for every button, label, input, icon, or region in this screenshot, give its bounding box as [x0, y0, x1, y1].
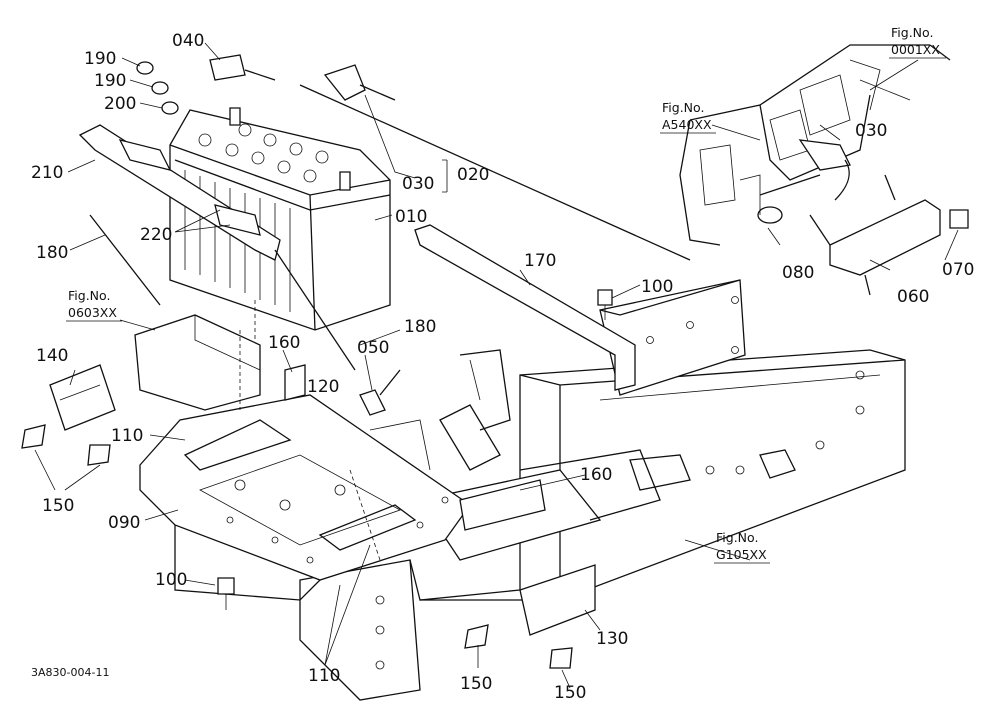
- callout-040: 040: [172, 31, 204, 51]
- bracket-060: [809, 174, 941, 296]
- bracket-120: [284, 364, 306, 401]
- callout-090: 090: [108, 513, 140, 533]
- fig-ref-number: 0603XX: [68, 305, 117, 320]
- fig-ref-g105xx: Fig.No. G105XX: [714, 530, 770, 564]
- callout-200: 200: [104, 94, 136, 114]
- callout-170: 170: [524, 251, 556, 271]
- callout-130: 130: [596, 629, 628, 649]
- fig-ref-label: Fig.No.: [68, 288, 110, 303]
- battery-hold-down-bar: [78, 124, 281, 261]
- fig-ref-0603xx: Fig.No. 0603XX: [66, 288, 122, 322]
- rod-180b: [274, 249, 356, 371]
- bracket-140: [49, 364, 116, 431]
- callout-120: 120: [307, 377, 339, 397]
- callout-180: 180: [404, 317, 436, 337]
- callout-010: 010: [395, 207, 427, 227]
- callout-190: 190: [84, 49, 116, 69]
- callout-100: 100: [641, 277, 673, 297]
- bolt-100-top: [597, 289, 613, 306]
- rod-180a: [89, 214, 161, 306]
- clamp-080: [757, 206, 783, 224]
- leader-lines: [34, 42, 959, 689]
- bolt-100-bottom: [217, 577, 235, 595]
- fig-ref-number: 0001XX: [891, 42, 940, 57]
- wing-bolts: [21, 424, 573, 669]
- callout-070: 070: [942, 260, 974, 280]
- engine-block-outline: [679, 44, 951, 246]
- fig-ref-number: A540XX: [662, 117, 712, 132]
- callout-160: 160: [580, 465, 612, 485]
- callout-190: 190: [94, 71, 126, 91]
- battery: [169, 107, 391, 331]
- callout-060: 060: [897, 287, 929, 307]
- callout-150: 150: [42, 496, 74, 516]
- fig-ref-label: Fig.No.: [662, 100, 704, 115]
- callout-030: 030: [402, 174, 434, 194]
- fig-ref-0001xx: Fig.No. 0001XX: [889, 25, 946, 59]
- part-callouts: 190 190 200 040 210 180 220 010 030 020 …: [31, 31, 974, 703]
- fig-ref-label: Fig.No.: [891, 25, 933, 40]
- callout-210: 210: [31, 163, 63, 183]
- callout-150: 150: [554, 683, 586, 703]
- callout-110: 110: [111, 426, 143, 446]
- fig-ref-label: Fig.No.: [716, 530, 758, 545]
- callout-110: 110: [308, 666, 340, 686]
- fig-ref-number: G105XX: [716, 547, 767, 562]
- callout-160: 160: [268, 333, 300, 353]
- callout-080: 080: [782, 263, 814, 283]
- callout-030: 030: [855, 121, 887, 141]
- diagram-code: 3A830-004-11: [31, 666, 109, 679]
- callout-180: 180: [36, 243, 68, 263]
- bolt-070: [949, 209, 969, 229]
- fig-ref-a540xx: Fig.No. A540XX: [660, 100, 716, 134]
- callout-050: 050: [357, 338, 389, 358]
- cable-050: [359, 389, 386, 416]
- cables: [209, 54, 851, 261]
- callout-220: 220: [140, 225, 172, 245]
- bracket-160: [459, 479, 546, 531]
- callout-140: 140: [36, 346, 68, 366]
- battery-tray: [139, 394, 471, 601]
- bracket-130: [519, 564, 596, 636]
- bracket-170: [414, 224, 636, 391]
- callout-020: 020: [457, 165, 489, 185]
- nuts-washer: [136, 61, 179, 115]
- callout-100: 100: [155, 570, 187, 590]
- chassis-frame: [299, 279, 906, 701]
- callout-150: 150: [460, 674, 492, 694]
